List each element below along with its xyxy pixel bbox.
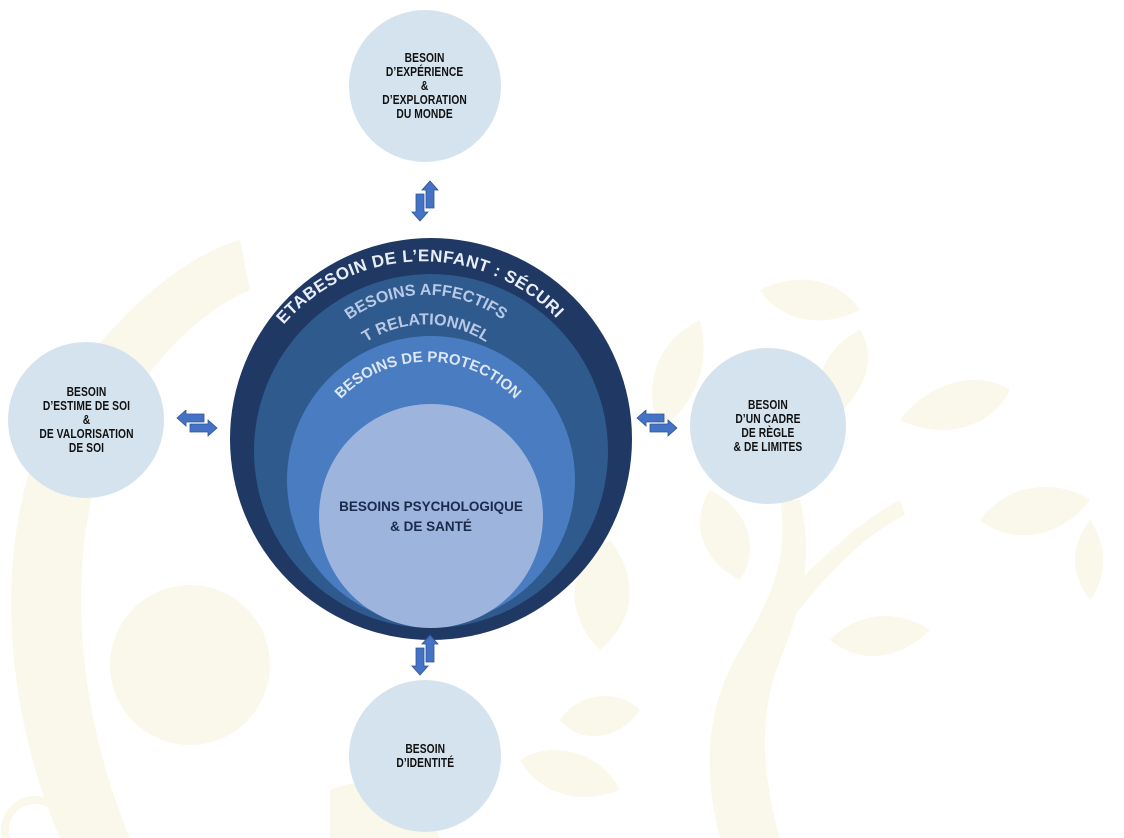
satellite-experience-line: D’EXPLORATION: [382, 93, 468, 107]
satellite-identite-line: BESOIN: [405, 742, 445, 756]
satellite-identite: BESOIN D’IDENTITÉ: [349, 680, 501, 832]
satellite-cadre-text: BESOIN D’UN CADRE DE RÈGLE & DE LIMITES: [734, 398, 803, 454]
left-right-arrows-icon: [636, 410, 678, 437]
satellite-cadre-line: DE RÈGLE: [741, 426, 795, 440]
left-right-arrows-icon: [176, 410, 218, 437]
satellite-estime-text: BESOIN D’ESTIME DE SOI & DE VALORISATION…: [39, 385, 133, 455]
core-label-line1: BESOINS PSYCHOLOGIQUE: [339, 499, 523, 514]
satellite-experience: BESOIN D’EXPÉRIENCE & D’EXPLORATION DU M…: [349, 10, 501, 162]
core-label-line2: & DE SANTÉ: [390, 519, 472, 534]
up-down-arrows-icon: [411, 180, 439, 222]
satellite-cadre: BESOIN D’UN CADRE DE RÈGLE & DE LIMITES: [690, 348, 846, 504]
satellite-cadre-line: D’UN CADRE: [735, 412, 801, 426]
up-down-arrows-icon: [411, 634, 439, 676]
satellite-identite-line: D’IDENTITÉ: [396, 756, 454, 770]
satellite-estime-line: &: [82, 413, 90, 427]
satellite-experience-line: BESOIN: [405, 51, 445, 65]
satellite-experience-text: BESOIN D’EXPÉRIENCE & D’EXPLORATION DU M…: [383, 51, 468, 121]
satellite-estime-line: BESOIN: [66, 385, 106, 399]
satellite-cadre-line: & DE LIMITES: [733, 440, 803, 454]
satellite-experience-line: &: [421, 79, 429, 93]
satellite-estime-line: D’ESTIME DE SOI: [42, 399, 130, 413]
satellite-estime-line: DE VALORISATION: [38, 427, 134, 441]
psychologique-core: [319, 404, 543, 628]
satellite-cadre-line: BESOIN: [748, 398, 788, 412]
satellite-identite-text: BESOIN D’IDENTITÉ: [396, 742, 454, 770]
satellite-experience-line: DU MONDE: [396, 107, 454, 121]
satellite-estime-de-soi: BESOIN D’ESTIME DE SOI & DE VALORISATION…: [8, 342, 164, 498]
satellite-estime-line: DE SOI: [68, 441, 104, 455]
satellite-experience-line: D’EXPÉRIENCE: [386, 65, 464, 79]
